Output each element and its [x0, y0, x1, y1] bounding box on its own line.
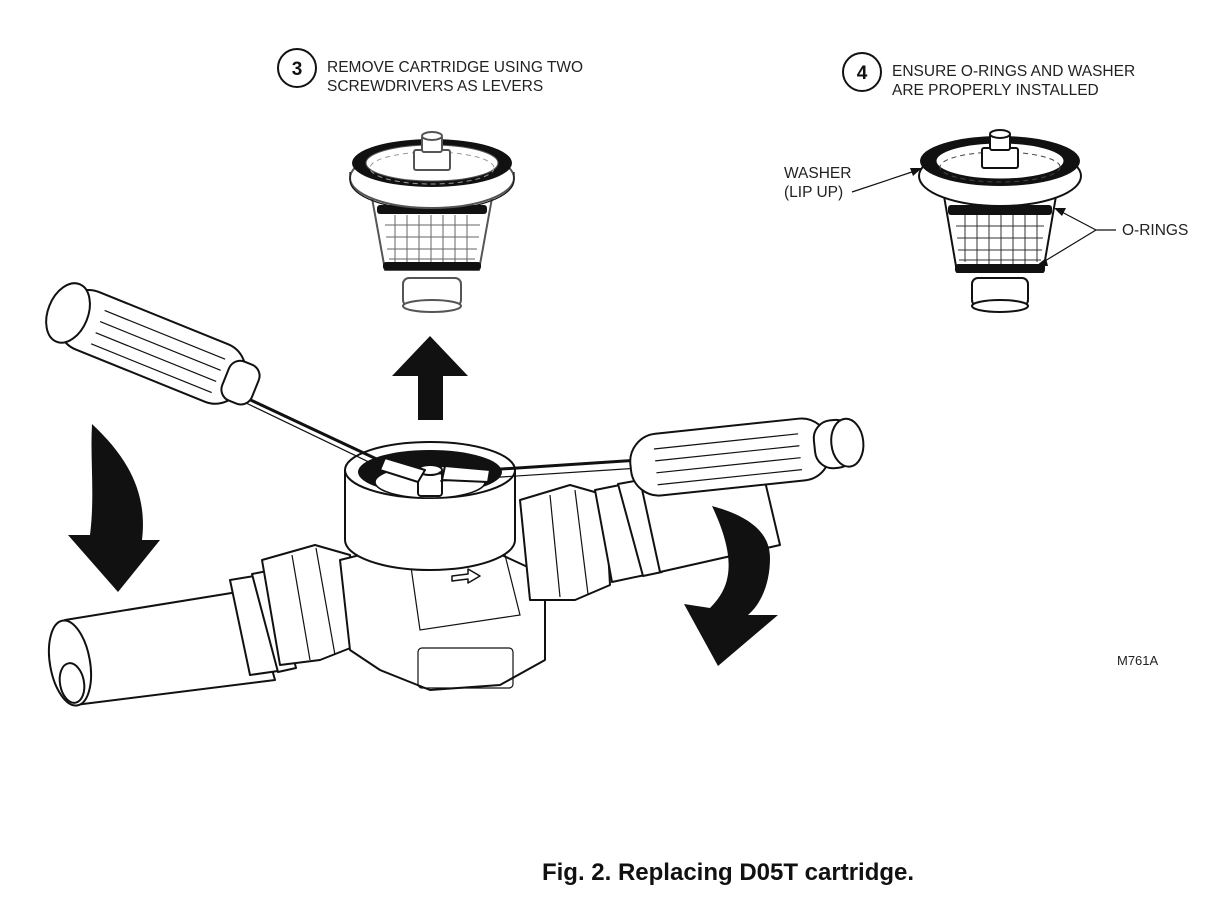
figure-caption: Fig. 2. Replacing D05T cartridge.: [542, 859, 914, 886]
orings-lower-arrow-icon: [1036, 258, 1048, 266]
washer-leader-arrow-icon: [910, 168, 922, 176]
step-4-line-2: ARE PROPERLY INSTALLED: [892, 82, 1099, 99]
orings-upper-arrow-icon: [1054, 208, 1066, 216]
screwdriver-right: [438, 417, 865, 497]
cartridge-removed: [349, 131, 515, 313]
orings-callout: O-RINGS: [1036, 208, 1188, 266]
washer-leader-line: [851, 169, 919, 193]
step-3-line-1: REMOVE CARTRIDGE USING TWO: [327, 59, 583, 76]
step-4-line-1: ENSURE O-RINGS AND WASHER: [892, 63, 1135, 80]
arrow-up-icon: [392, 336, 468, 420]
orings-label: O-RINGS: [1122, 222, 1188, 239]
step-3-header: 3 REMOVE CARTRIDGE USING TWO SCREWDRIVER…: [277, 48, 583, 95]
screwdriver-left: [45, 282, 426, 483]
step-3-number: 3: [292, 59, 303, 80]
curved-arrow-down-icon: [68, 424, 160, 592]
lower-o-ring: [955, 264, 1045, 273]
upper-o-ring: [948, 205, 1052, 215]
cartridge-inspected: [918, 129, 1082, 313]
step-3-badge: [277, 48, 317, 88]
step-4-number: 4: [857, 63, 868, 84]
step-4-header: 4 ENSURE O-RINGS AND WASHER ARE PROPERLY…: [842, 52, 1135, 99]
washer-label-line-2: (LIP UP): [784, 184, 843, 201]
figure-id: M761A: [1117, 653, 1159, 668]
step-4-badge: [842, 52, 882, 92]
step-3-line-2: SCREWDRIVERS AS LEVERS: [327, 78, 543, 95]
washer-label-line-1: WASHER: [784, 165, 851, 182]
flow-arrow-icon: [451, 568, 481, 584]
curved-arrow-down-right-icon: [684, 506, 778, 666]
washer-callout: WASHER (LIP UP): [784, 165, 922, 201]
orings-leader-lower: [1039, 229, 1097, 265]
orings-leader-upper: [1057, 209, 1097, 231]
